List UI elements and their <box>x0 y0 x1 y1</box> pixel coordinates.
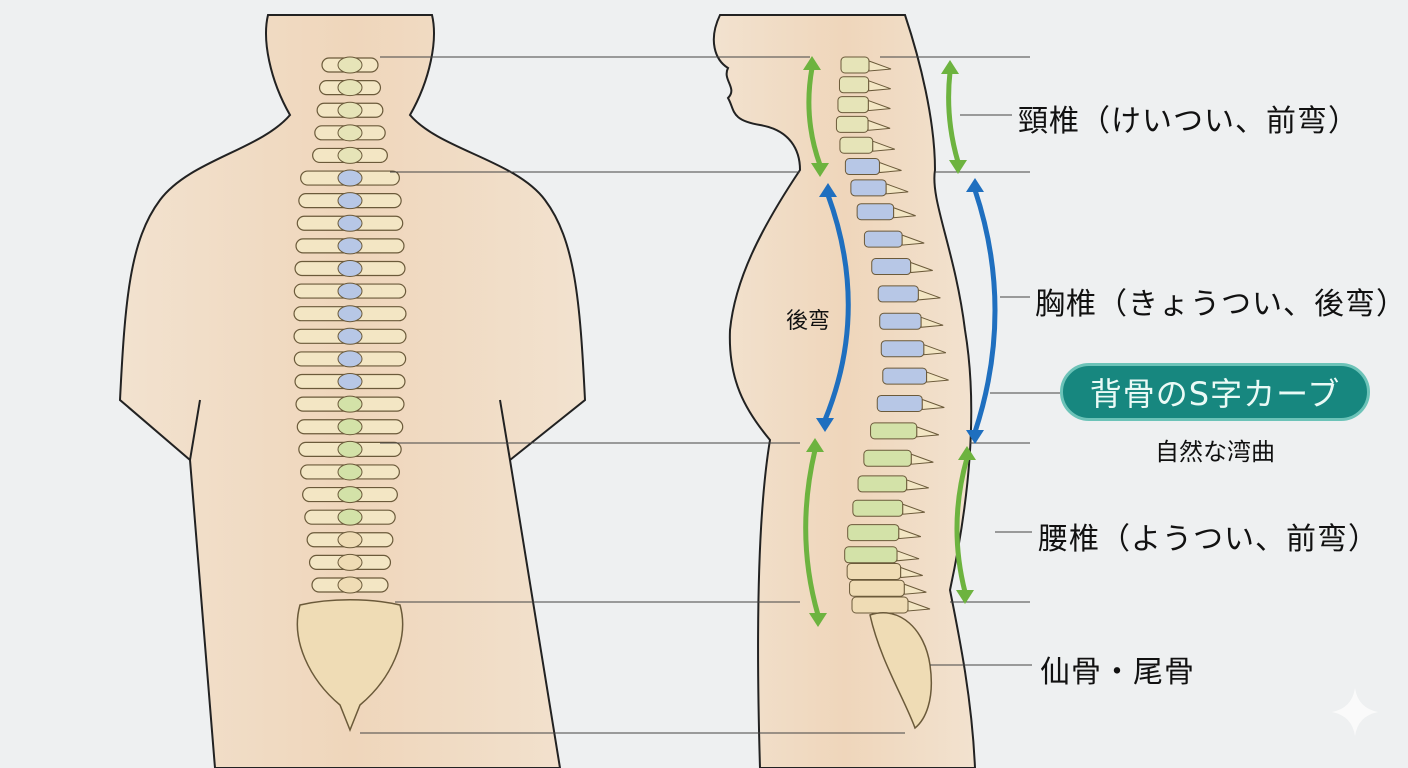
sacrum-side <box>869 612 933 730</box>
vertebra <box>304 508 396 526</box>
thoracic-back-arrow <box>972 187 998 435</box>
arrowhead-icon <box>958 446 976 460</box>
guide-lines <box>360 56 1060 734</box>
side-vertebra <box>844 546 920 564</box>
arrowhead-icon <box>941 60 959 74</box>
side-vertebra <box>851 596 931 614</box>
cervical-back-arrow <box>946 69 961 165</box>
arrowhead-icon <box>806 438 824 452</box>
thoracic-label: 胸椎（きょうつい、後弯） <box>1035 287 1407 322</box>
side-vertebra <box>837 96 891 114</box>
side-vertebra <box>882 367 949 385</box>
vertebra <box>294 373 406 391</box>
side-vertebra <box>863 449 934 467</box>
vertebra <box>295 395 405 413</box>
vertebra <box>302 486 398 504</box>
cervical-front-arrow <box>806 65 823 168</box>
badge-subtitle: 自然な湾曲 <box>1155 438 1275 466</box>
vertebra <box>300 463 400 481</box>
side-vertebra <box>852 499 925 517</box>
vertebra <box>311 576 389 594</box>
side-spine <box>835 56 949 614</box>
lumbar-front-arrow <box>803 447 821 618</box>
arrowhead-icon <box>816 418 834 432</box>
vertebra <box>295 237 405 255</box>
arrowhead-icon <box>803 56 821 70</box>
side-vertebra <box>840 56 892 74</box>
arrowhead-icon <box>811 163 829 177</box>
side-vertebra <box>847 524 921 542</box>
side-vertebra <box>850 179 909 197</box>
vertebra <box>314 124 386 142</box>
side-vertebra <box>856 203 916 221</box>
back-spine <box>293 56 407 594</box>
arrowhead-icon <box>819 183 837 197</box>
vertebra <box>306 531 394 549</box>
arrowhead-icon <box>966 178 984 192</box>
vertebra <box>293 282 407 300</box>
arrowhead-icon <box>956 590 974 604</box>
vertebra <box>318 79 382 97</box>
side-vertebra <box>838 76 891 94</box>
sacrum-label: 仙骨・尾骨 <box>1040 655 1195 690</box>
side-vertebra <box>844 158 902 176</box>
side-vertebra <box>870 422 939 440</box>
vertebra <box>294 259 406 277</box>
kyphosis-arrow-label: 後弯 <box>786 309 831 334</box>
arrowhead-icon <box>949 160 967 174</box>
side-vertebra <box>876 394 945 412</box>
side-vertebra <box>877 285 941 303</box>
vertebra <box>312 146 388 164</box>
arrowhead-icon <box>966 430 984 444</box>
side-vertebra <box>839 136 895 154</box>
sparkle-icon <box>1332 688 1378 736</box>
vertebra <box>300 169 400 187</box>
side-vertebra <box>863 230 925 248</box>
side-view-body <box>712 14 977 768</box>
cervical-label: 頸椎（けいつい、前弯） <box>1018 104 1359 139</box>
side-vertebra <box>835 115 891 133</box>
side-vertebra <box>879 312 944 330</box>
lumbar-back-arrow <box>954 455 970 595</box>
vertebra <box>293 350 407 368</box>
side-vertebra <box>880 340 947 358</box>
back-view-body <box>118 14 587 768</box>
side-vertebra <box>846 563 923 581</box>
side-vertebra <box>849 579 927 597</box>
vertebra <box>296 418 404 436</box>
vertebra <box>293 327 407 345</box>
vertebra <box>298 440 402 458</box>
thoracic-front-arrow <box>822 192 851 423</box>
vertebra <box>308 553 392 571</box>
vertebra <box>293 305 407 323</box>
arrowhead-icon <box>809 613 827 627</box>
vertebra <box>298 192 402 210</box>
s-curve-badge: 背骨のS字カーブ <box>1060 363 1370 421</box>
vertebra <box>321 56 379 74</box>
sacrum-back <box>296 599 404 733</box>
side-vertebra <box>871 258 933 276</box>
vertebra <box>296 214 404 232</box>
lumbar-label: 腰椎（ようつい、前弯） <box>1038 522 1379 557</box>
vertebra <box>316 101 384 119</box>
side-vertebra <box>857 475 929 493</box>
